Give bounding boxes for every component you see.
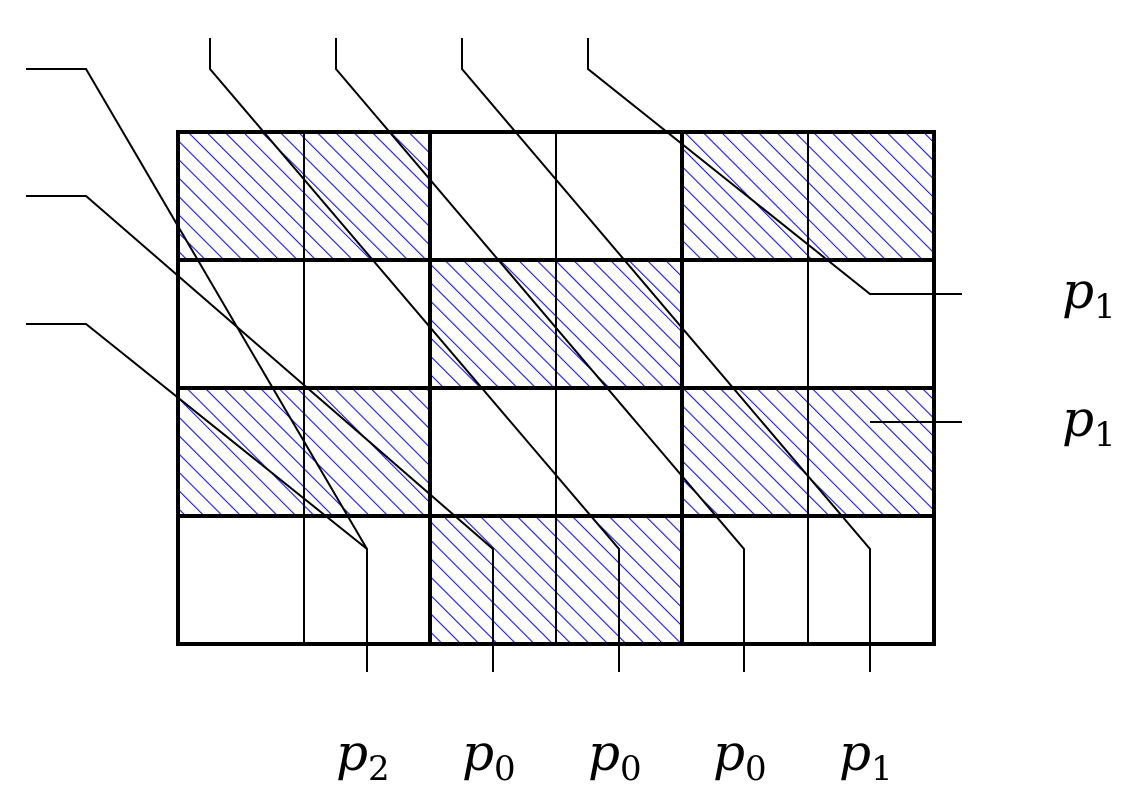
hatched-cell-r3-c6 bbox=[808, 388, 934, 516]
block-borders bbox=[176, 130, 936, 646]
bottom-label-4: p0 bbox=[713, 724, 767, 789]
bottom-label-3: p0 bbox=[588, 724, 642, 789]
right-labels: p1 p1 bbox=[1062, 262, 1116, 455]
hatched-cell-r1-c6 bbox=[808, 132, 934, 260]
hatched-cell-r3-c2 bbox=[304, 388, 430, 516]
right-label-row-2: p1 bbox=[1062, 262, 1116, 327]
white-cell-r1-c3 bbox=[430, 132, 556, 260]
hatched-cell-r1-c5 bbox=[682, 132, 808, 260]
path-left-1 bbox=[26, 68, 368, 672]
path-left-2 bbox=[26, 195, 494, 672]
white-cell-r2-c6 bbox=[808, 260, 934, 388]
bottom-label-1: p2 bbox=[336, 724, 390, 789]
path-top-3 bbox=[461, 38, 871, 672]
path-top-4 bbox=[587, 38, 962, 295]
white-cell-r4-c1 bbox=[178, 516, 304, 644]
path-top-2 bbox=[335, 38, 745, 672]
hatched-cell-r2-c3 bbox=[430, 260, 556, 388]
path-top-1 bbox=[209, 38, 620, 672]
white-cell-r1-c4 bbox=[556, 132, 682, 260]
bottom-label-5: p1 bbox=[839, 724, 893, 789]
bottom-labels: p2 p0 p0 p0 p1 bbox=[336, 724, 893, 789]
hatched-cell-r1-c2 bbox=[304, 132, 430, 260]
white-cell-r3-c3 bbox=[430, 388, 556, 516]
path-left-3 bbox=[26, 323, 368, 550]
processor-paths bbox=[26, 38, 962, 672]
hatched-cell-r2-c4 bbox=[556, 260, 682, 388]
grid-cells bbox=[178, 132, 934, 644]
hatched-cell-r3-c1 bbox=[178, 388, 304, 516]
white-cell-r2-c5 bbox=[682, 260, 808, 388]
hatched-cell-r1-c1 bbox=[178, 132, 304, 260]
white-cell-r2-c2 bbox=[304, 260, 430, 388]
right-label-row-3: p1 bbox=[1062, 390, 1116, 455]
bottom-label-2: p0 bbox=[462, 724, 516, 789]
